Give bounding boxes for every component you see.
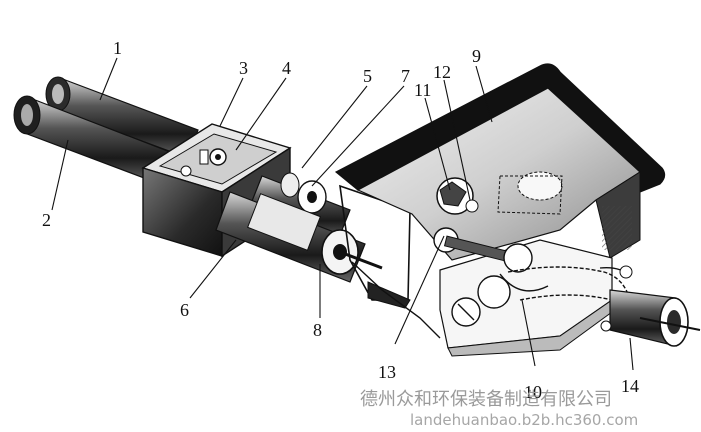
label-7: 7 xyxy=(401,66,410,86)
watermark-company: 德州众和环保装备制造有限公司 xyxy=(360,389,612,410)
label-5: 5 xyxy=(363,66,372,86)
conveying-cylinder-upper xyxy=(249,172,351,241)
label-13: 13 xyxy=(378,362,396,382)
label-8: 8 xyxy=(313,320,322,340)
hydraulic-cylinder-lower xyxy=(13,95,171,185)
part-number-labels: 1 2 3 4 5 6 7 8 9 10 11 12 13 14 xyxy=(42,38,639,402)
watermark-url: landehuanbao.b2b.hc360.com xyxy=(410,411,638,429)
label-6: 6 xyxy=(180,300,189,320)
watermark: 德州众和环保装备制造有限公司 landehuanbao.b2b.hc360.co… xyxy=(360,389,638,429)
label-14: 14 xyxy=(621,376,639,396)
outlet-pipe xyxy=(599,265,701,347)
label-9: 9 xyxy=(472,46,481,66)
s-valve-assembly xyxy=(433,177,631,327)
label-10: 10 xyxy=(524,382,542,402)
hydraulic-cylinder-upper xyxy=(45,76,199,159)
label-1: 1 xyxy=(113,38,122,58)
label-12: 12 xyxy=(433,62,451,82)
hopper xyxy=(334,63,666,357)
label-3: 3 xyxy=(239,58,248,78)
label-2: 2 xyxy=(42,210,51,230)
leader-lines xyxy=(51,57,634,371)
label-11: 11 xyxy=(414,80,431,100)
conveying-cylinder-lower xyxy=(215,191,383,283)
label-4: 4 xyxy=(282,58,291,78)
